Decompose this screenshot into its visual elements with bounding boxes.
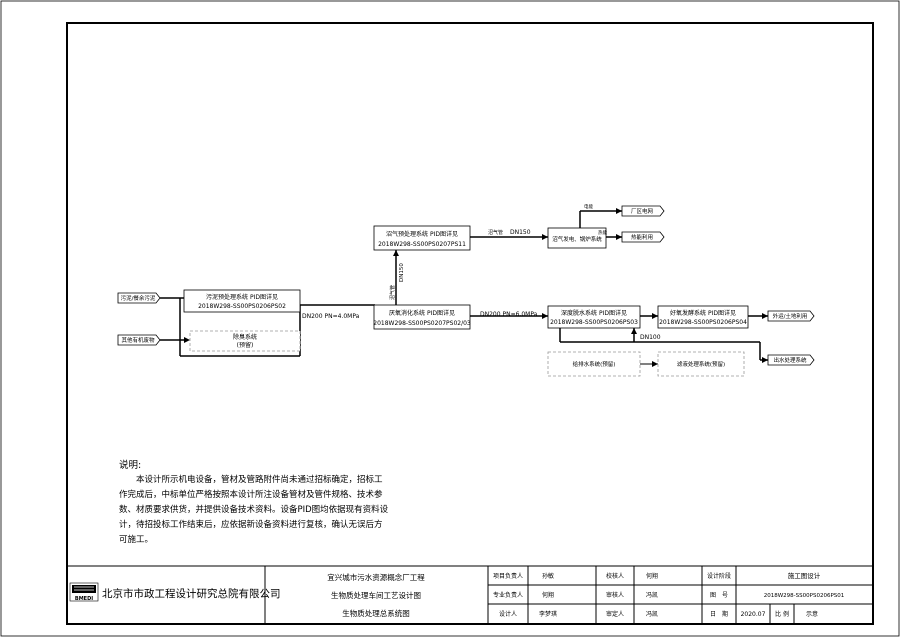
tag-sludge-input-label: 污泥/餐余污泥	[121, 294, 156, 302]
label-date: 日 期	[710, 610, 728, 618]
box-biogas-pretreatment-title: 沼气预处理系统 PID图详见	[386, 230, 458, 238]
box-filtrate-treatment-title: 滤液处理系统(预留)	[677, 360, 725, 368]
box-biogas-pretreatment: 沼气预处理系统 PID图详见 2018W298-SS00PS0207PS11	[373, 225, 471, 251]
pipe-label-dn150-h: DN150	[510, 229, 531, 236]
pipe-label-biogas-v: 沼气管	[389, 285, 396, 300]
value-date: 2020.07	[741, 611, 766, 618]
notes-body: 本设计所示机电设备，管材及管路附件尚未通过招标确定，招标工作完成后，中标单位严格…	[119, 475, 389, 545]
box-anaerobic-digestion: 厌氧消化系统 PID图详见 2018W298-SS00PS0207PS02/03	[373, 304, 471, 330]
value-reviewer: 冯凯	[646, 591, 658, 599]
tag-kitchen-input: 其他有机废物	[117, 334, 161, 346]
box-deep-dewatering-code: 2018W298-SS00PS0206PS03	[550, 319, 638, 326]
value-drawing-no: 2018W298-SS00PS0206PS01	[764, 593, 845, 599]
tag-soil-output: 外运/土地利用	[767, 310, 815, 322]
pipe-label-power-line: 电能	[584, 203, 593, 210]
tag-sludge-input: 污泥/餐余污泥	[117, 292, 161, 304]
box-deodorization: 除臭系统 (预留)	[189, 330, 301, 352]
pipe-lines	[160, 208, 768, 367]
box-aerobic-fermentation-title: 好氧发酵系统 PID图详见	[670, 309, 736, 317]
pipe-label-dn100: DN100	[640, 334, 661, 341]
box-biogas-power: 沼气发电、锅炉系统	[547, 227, 607, 249]
title-block	[67, 565, 873, 624]
box-biogas-pretreatment-code: 2018W298-SS00PS0207PS11	[378, 241, 466, 248]
label-discipline-leader: 专业负责人	[493, 591, 523, 599]
logo-text: BMEDI	[75, 596, 93, 602]
pipe-label-dn150-v: DN150	[399, 263, 405, 282]
label-reviewer: 审核人	[606, 591, 624, 599]
subproject-name: 生物质处理车间工艺设计图	[331, 590, 421, 600]
value-checker: 何翔	[646, 572, 658, 580]
tag-kitchen-input-label: 其他有机废物	[121, 336, 155, 344]
box-sludge-pretreatment-title: 污泥预处理系统 PID图详见	[206, 293, 278, 301]
box-water-supply: 给排水系统(预留)	[547, 351, 641, 377]
label-design-stage: 设计阶段	[707, 572, 731, 580]
pipe-label-dn200-1: DN200 PN=4.0MPa	[302, 313, 360, 320]
frame-border	[66, 22, 874, 625]
box-deodorization-sub: (预留)	[237, 341, 254, 349]
design-notes: 说明: 本设计所示机电设备，管材及管路附件尚未通过招标确定，招标工作完成后，中标…	[119, 458, 389, 548]
company-name: 北京市市政工程设计研究总院有限公司	[102, 587, 281, 600]
box-sludge-pretreatment-code: 2018W298-SS00PS0206PS02	[198, 303, 286, 310]
pipe-label-biogas-h: 沼气管	[488, 229, 503, 236]
label-designer: 设计人	[499, 610, 517, 618]
tag-water-output: 出水处理系统	[767, 354, 815, 366]
label-project-leader: 项目负责人	[493, 572, 523, 580]
box-deodorization-title: 除臭系统	[233, 333, 257, 341]
tag-heat-output-label: 热能利用	[631, 233, 653, 241]
box-water-supply-title: 给排水系统(预留)	[573, 360, 616, 368]
tag-heat-output: 热能利用	[621, 231, 665, 243]
box-filtrate-treatment: 滤液处理系统(预留)	[657, 351, 745, 377]
tag-water-output-label: 出水处理系统	[773, 356, 807, 364]
box-aerobic-fermentation-code: 2018W298-SS00PS0206PS04	[659, 319, 747, 326]
notes-title: 说明:	[119, 460, 142, 471]
label-scale: 比 例	[775, 610, 789, 618]
value-discipline-leader: 何翔	[542, 591, 554, 599]
tag-power-output: 厂区电网	[621, 205, 665, 217]
value-approver: 冯凯	[646, 610, 658, 618]
value-scale: 示意	[806, 610, 818, 618]
box-deep-dewatering: 深度脱水系统 PID图详见 2018W298-SS00PS0206PS03	[547, 305, 641, 329]
box-aerobic-fermentation: 好氧发酵系统 PID图详见 2018W298-SS00PS0206PS04	[657, 305, 749, 329]
label-approver: 审定人	[606, 610, 624, 618]
box-deep-dewatering-title: 深度脱水系统 PID图详见	[561, 309, 627, 317]
box-anaerobic-digestion-code: 2018W298-SS00PS0207PS02/03	[373, 320, 471, 327]
box-anaerobic-digestion-title: 厌氧消化系统 PID图详见	[389, 309, 455, 317]
label-checker: 校核人	[606, 572, 624, 580]
label-drawing-no: 图 号	[710, 592, 728, 599]
drawing-title: 生物质处理总系统图	[342, 608, 410, 618]
box-biogas-power-title: 沼气发电、锅炉系统	[552, 235, 602, 243]
value-designer: 李梦琪	[539, 610, 557, 618]
company-logo: BMEDI	[69, 582, 99, 602]
project-name: 宜兴城市污水资源概念厂工程	[327, 572, 425, 582]
tag-soil-output-label: 外运/土地利用	[773, 312, 808, 320]
value-project-leader: 孙敏	[542, 572, 554, 580]
box-sludge-pretreatment: 污泥预处理系统 PID图详见 2018W298-SS00PS0206PS02	[183, 289, 301, 313]
pipe-label-heat-line: 热能	[598, 229, 607, 236]
value-design-stage: 施工图设计	[788, 571, 821, 580]
pipe-label-dn200-2: DN200 PN=6.0MPa	[480, 311, 538, 318]
tag-power-output-label: 厂区电网	[631, 207, 654, 215]
